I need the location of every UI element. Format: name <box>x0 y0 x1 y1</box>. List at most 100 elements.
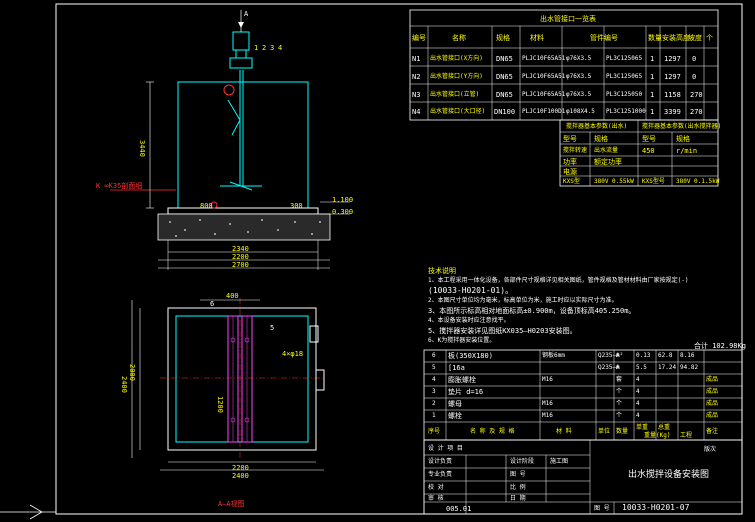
balloon-3: 3 <box>270 44 275 52</box>
dim-400: 400 <box>226 292 239 300</box>
cell: DN65 <box>496 91 513 99</box>
bom-cell: 成品 <box>706 376 719 383</box>
cell: N1 <box>412 55 421 63</box>
cell: 1 <box>650 55 655 63</box>
bom-cell: m <box>616 364 620 371</box>
bom-cell: 成品 <box>706 412 719 419</box>
dim-2400: 2400 <box>120 376 128 393</box>
bom-cell: 个 <box>616 388 623 395</box>
cell: r/min <box>676 147 698 155</box>
pipe-th-slope: 坡度 <box>688 34 702 42</box>
balloon-2: 2 <box>262 44 267 52</box>
bom-cell: 螺栓 <box>448 412 462 420</box>
tb-stage-label: 设计阶段 <box>510 458 535 465</box>
cell: 搅拌转速 <box>563 147 588 154</box>
dim-800: 800 <box>200 202 213 210</box>
cell: 出水管接口(X方向) <box>430 55 483 62</box>
bom-cell: 成品 <box>706 400 719 407</box>
cell: 规格 <box>594 135 608 143</box>
bom-cell: 膨胀螺栓 <box>448 376 476 384</box>
bom-th-totalwt: 总重 <box>658 424 671 431</box>
bom-cell: 4 <box>636 400 640 407</box>
total-weight: 合计 102.98Kg <box>694 342 746 350</box>
balloon-4: 4 <box>278 44 283 52</box>
pipe-th-unit: 个 <box>706 34 713 42</box>
bom-th-unitwt: 单重 <box>636 424 649 431</box>
tb-scale-label: 比 例 <box>510 484 526 491</box>
bom-cell: M16 <box>542 412 553 419</box>
cell: PLJC10F65A51 <box>522 73 566 80</box>
bom-cell: 17.24 <box>658 364 677 371</box>
bom-th-material: 材 料 <box>556 428 572 435</box>
drawing-title: 出水搅拌设备安装图 <box>628 470 710 480</box>
note-line-2: (10033-H0201-01)。 <box>428 286 514 295</box>
bom-cell: 螺母 <box>448 400 462 408</box>
pipe-th-spec: 规格 <box>496 34 510 42</box>
bom-cell: 0.13 <box>636 352 651 359</box>
note-line-4: 3、本图所示标高相对地面标高±0.900m，设备顶标高405.250m。 <box>428 307 636 315</box>
pipe-th-mat: 材料 <box>530 34 544 42</box>
bom-cell: 62.8 <box>658 352 673 359</box>
cell: 出水流量 <box>594 147 619 154</box>
tb-drawing-label: 图 号 <box>510 471 526 478</box>
plan-view-label: A—A视图 <box>218 500 245 508</box>
bom-cell: 4 <box>636 388 640 395</box>
cell: PLJC10F100D1 <box>522 108 566 115</box>
bom-cell: m² <box>616 352 624 359</box>
cell: 功率 <box>563 158 577 166</box>
bom-th-weight: 重量(Kg) <box>644 432 671 439</box>
bom-th-remark: 备注 <box>706 428 719 435</box>
tb-stage-value: 施工图 <box>550 458 569 465</box>
pipe-th-qty: 数量 <box>648 34 662 42</box>
bom-th-qty: 数量 <box>616 428 629 435</box>
cell: φ76X3.5 <box>566 91 592 98</box>
bom-cell: Q235—A <box>598 352 620 359</box>
cell: DN100 <box>494 108 516 116</box>
label-6: 6 <box>210 300 215 308</box>
cell: 出水管接口(大口径) <box>430 108 486 115</box>
bom-cell: M16 <box>542 376 553 383</box>
bom-cell: [16a <box>448 364 465 372</box>
cell: 1297 <box>664 55 681 63</box>
cell: 电源 <box>563 168 577 176</box>
dim-300: 300 <box>290 202 303 210</box>
drawing-number: 10033-H0201-07 <box>622 503 690 512</box>
cell: KXS型号 <box>642 178 665 185</box>
dim-2000: 2000 <box>128 364 136 381</box>
cell: 1297 <box>664 73 681 81</box>
tb-review: 审 核 <box>428 495 444 502</box>
tb-design-lead: 设计负责 <box>428 458 453 465</box>
cell: 出水管接口(Y方向) <box>430 73 483 80</box>
note-line-7: 6、K为搅拌器安装位置。 <box>428 337 496 344</box>
cell: PLJC10F65A51 <box>522 91 566 98</box>
bom-cell: 钢板6mm <box>542 352 565 359</box>
device-h2: 搅拌器基本参数(出水搅拌器) <box>642 123 722 130</box>
cell: 270 <box>690 91 703 99</box>
dim-2700: 2700 <box>232 261 249 269</box>
label-4x18: 4×φ18 <box>282 350 304 358</box>
note-line-1: 1、本工程采用一体化设备，各部件尺寸规格详见相关图纸，管件规格及管材材料由厂家按… <box>428 277 689 284</box>
bom-th-name: 名 称 及 规 格 <box>470 428 515 435</box>
cell: PL3C125050 <box>606 91 643 98</box>
dim-1200: 1200 <box>216 396 224 413</box>
bom-cell: 4 <box>636 376 640 383</box>
cell: 3399 <box>664 108 681 116</box>
cell: 型号 <box>642 135 656 143</box>
bom-cell: 1 <box>432 412 436 419</box>
cell: PL3C125065 <box>606 55 643 62</box>
dim-2200: 2200 <box>232 253 249 261</box>
cell: 380V 0.1.5kW <box>676 178 720 185</box>
dim-2400-plan: 2400 <box>232 472 249 480</box>
cell: 1158 <box>664 91 681 99</box>
pipe-th-part: 管件编号 <box>590 34 618 42</box>
bom-cell: M16 <box>542 400 553 407</box>
cell: PLJC10F65A51 <box>522 55 566 62</box>
cell: KXS型 <box>563 178 580 185</box>
top-arrow-label: A <box>244 10 249 18</box>
cell: 0 <box>692 73 697 81</box>
bom-cell: 4 <box>432 376 436 383</box>
bom-cell: 套 <box>616 376 623 383</box>
cell: 规格 <box>676 135 690 143</box>
notes-title: 技术说明 <box>428 267 456 275</box>
